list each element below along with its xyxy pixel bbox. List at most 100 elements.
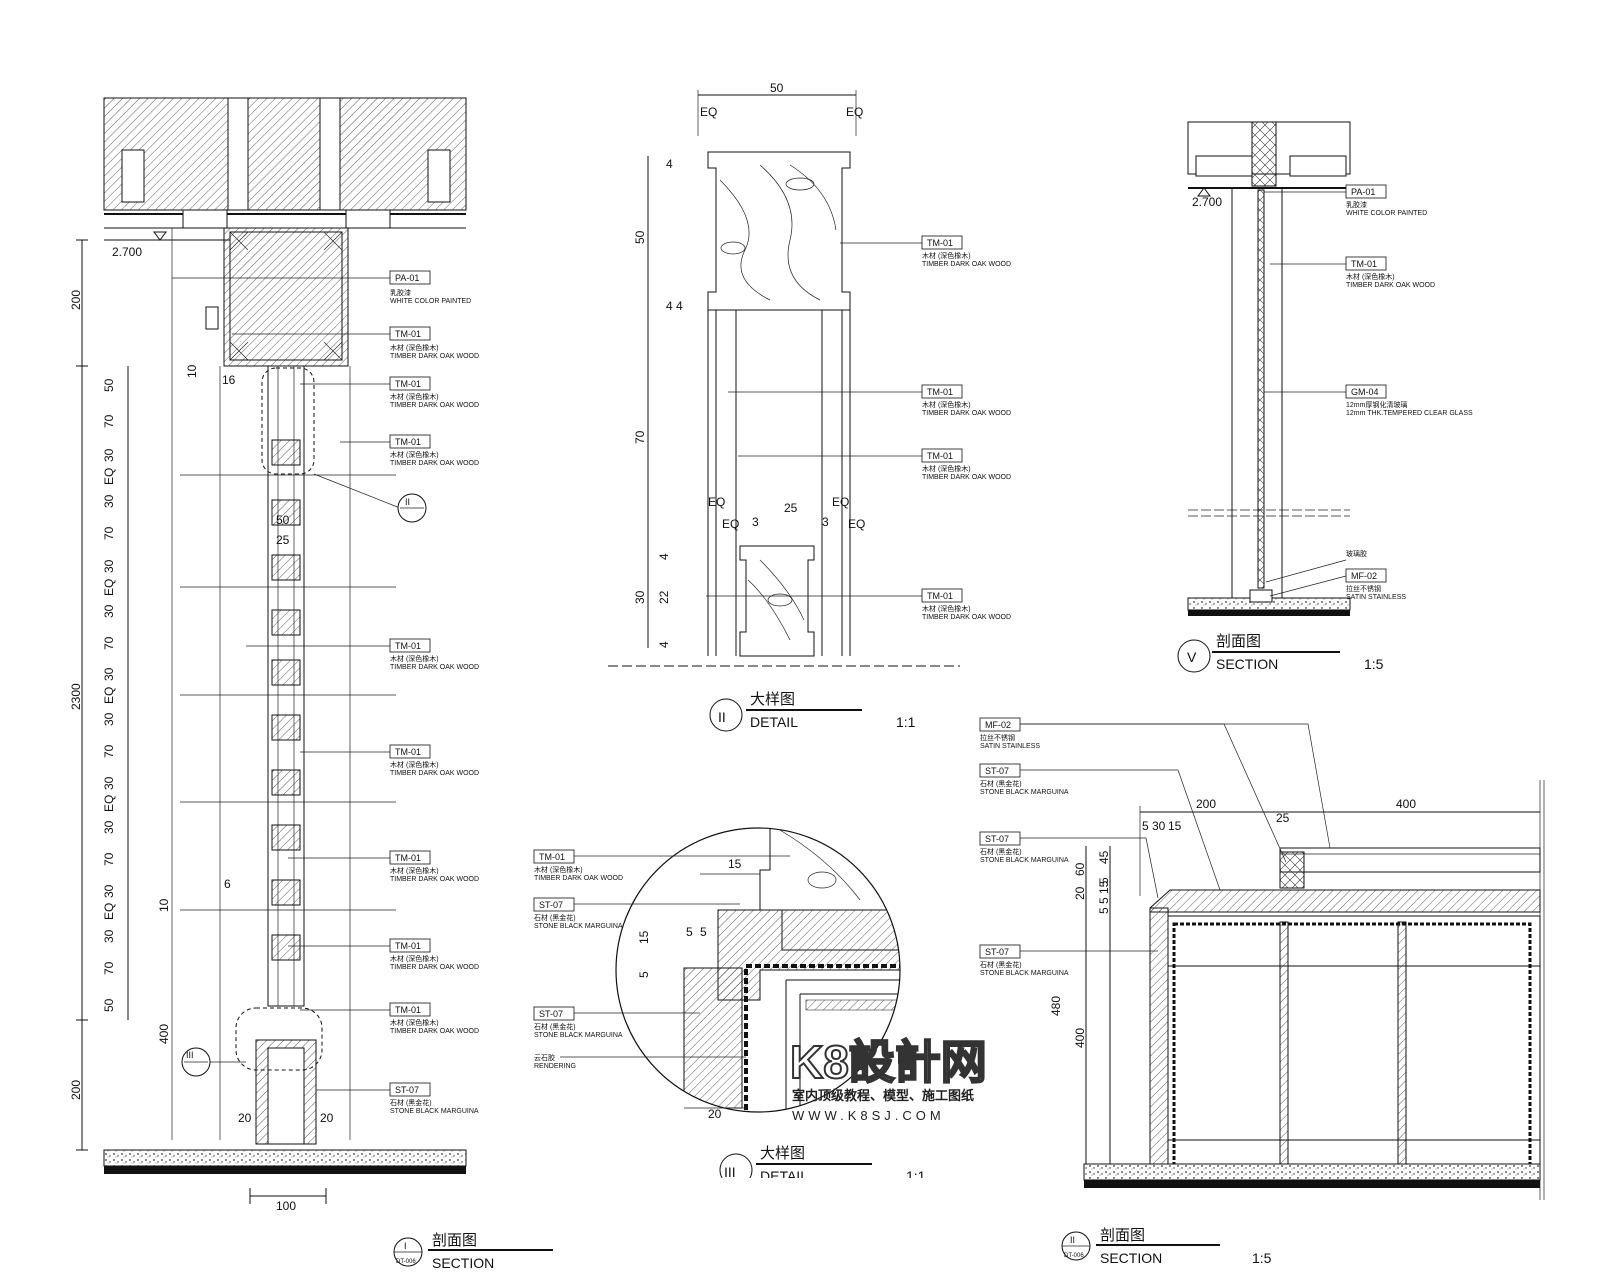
tag-box[interactable] [389, 938, 431, 953]
tag-cn: 木材 (深色橡木) [390, 450, 439, 459]
tag-box[interactable] [1345, 184, 1387, 199]
tag-box[interactable] [389, 638, 431, 653]
tag-box[interactable] [533, 897, 575, 912]
title-en: SECTION [1100, 1250, 1162, 1266]
tag-code: GM-04 [1351, 387, 1379, 397]
detail-ii-zone [261, 367, 315, 475]
title-number: III [724, 1164, 736, 1180]
watermark-subtitle: 室内顶级教程、模型、施工图纸 [792, 1088, 974, 1103]
tag-code: PA-01 [395, 273, 419, 283]
title-cn: 大样图 [750, 691, 795, 708]
title-scale: 1:1 [896, 714, 916, 730]
d3-dim-15-left: 15 [637, 930, 651, 944]
tag-code: TM-01 [395, 437, 421, 447]
tag-cn: 木材 (深色橡木) [922, 604, 971, 613]
d2-dim-4d: 4 [657, 553, 671, 560]
tag-cn: 木材 (深色橡木) [534, 865, 583, 874]
tag-cn: 拉丝不锈钢 [1346, 584, 1381, 593]
tags-detail-iii: TM-01 木材 (深色橡木) TIMBER DARK OAK WOOD ST-… [533, 849, 790, 1070]
s2-dim-480: 480 [1049, 996, 1063, 1016]
tag-cn: 木材 (深色橡木) [390, 343, 439, 352]
dim-small-25: 25 [276, 533, 290, 547]
d2-dim-3b: 3 [822, 515, 829, 529]
dim-bottom: 100 [276, 1199, 296, 1213]
dim-inner-19: EQ [102, 903, 116, 920]
tag-cn: 乳胶漆 [390, 288, 411, 297]
tag-code: ST-07 [985, 766, 1009, 776]
d2-dim-4e: 4 [657, 641, 671, 648]
tag-box[interactable] [921, 588, 963, 603]
s2-dim-45: 45 [1097, 850, 1111, 864]
title-bubble [1177, 639, 1211, 673]
tag-box[interactable] [389, 270, 431, 285]
tag-code: TM-01 [395, 1005, 421, 1015]
tag-box[interactable] [389, 1082, 431, 1097]
tag-en: TIMBER DARK OAK WOOD [390, 460, 479, 467]
tag-box[interactable] [389, 326, 431, 341]
tag-en: TIMBER DARK OAK WOOD [922, 614, 1011, 621]
tag-box[interactable] [389, 850, 431, 865]
tag-cn: 石材 (黑金花) [390, 1098, 432, 1107]
tag-en: TIMBER DARK OAK WOOD [390, 876, 479, 883]
detail-iii: 15 15 5 5 5 20 TM-01 木材 (深色橡木) TIMBER DA… [533, 827, 1000, 1218]
tag-box[interactable] [389, 744, 431, 759]
d2-dim-3a: 3 [752, 515, 759, 529]
s2-dim-5b: 5 [1097, 897, 1111, 904]
tag-box[interactable] [921, 235, 963, 250]
d2-knot-c [767, 593, 793, 607]
tag-box[interactable] [533, 1006, 575, 1021]
tag-box[interactable] [979, 944, 1021, 959]
tag-box[interactable] [921, 448, 963, 463]
dim-inner-20: 30 [102, 929, 116, 943]
tag-en: SATIN STAINLESS [1346, 594, 1406, 601]
tag-box[interactable] [979, 831, 1021, 846]
tag-code: TM-01 [927, 238, 953, 248]
dim-small-6: 6 [224, 877, 231, 891]
cut-marks [180, 474, 396, 911]
tag-box[interactable] [921, 384, 963, 399]
v-post-head [1251, 121, 1277, 187]
tag-en: WHITE COLOR PAINTED [1346, 210, 1427, 217]
dim-inner-12: 30 [102, 712, 116, 726]
title-cn: 大样图 [760, 1145, 805, 1162]
dim-200-bottom: 200 [69, 1080, 83, 1100]
tag-box[interactable] [1345, 384, 1387, 399]
tag-box[interactable] [389, 1002, 431, 1017]
watermark-logo: K8設計网 [790, 1036, 987, 1088]
tag-box[interactable] [389, 434, 431, 449]
tag-en: STONE BLACK MARGUINA [534, 1032, 623, 1039]
title-number: V [1187, 649, 1197, 665]
d3-dim-5b: 5 [700, 925, 707, 939]
tag-box[interactable] [389, 376, 431, 391]
dim-inner-7: EQ [102, 579, 116, 596]
tag-en: STONE BLACK MARGUINA [980, 970, 1069, 977]
tag-cn: 木材 (深色橡木) [922, 400, 971, 409]
dim-inner-18: 30 [102, 884, 116, 898]
tag-box[interactable] [979, 717, 1021, 732]
tag-en: TIMBER DARK OAK WOOD [1346, 282, 1435, 289]
d3-rendering-en: RENDERING [534, 1063, 576, 1070]
tag-en: TIMBER DARK OAK WOOD [390, 353, 479, 360]
dim-small-10-top: 10 [185, 364, 199, 378]
tag-box[interactable] [979, 763, 1021, 778]
tag-box[interactable] [533, 849, 575, 864]
d2-dim-22: 22 [657, 590, 671, 604]
title-section-i: I DT-006 剖面图 SECTION [393, 1232, 553, 1271]
tag-code: TM-01 [395, 853, 421, 863]
dim-inner-5: 70 [102, 526, 116, 540]
d2-dim-eq-left: EQ [700, 105, 717, 119]
tag-box[interactable] [1345, 256, 1387, 271]
detail-ii-leader [313, 473, 401, 509]
title-en: SECTION [1216, 656, 1278, 672]
dim-inner-10: 30 [102, 667, 116, 681]
v-level-triangle-icon [1197, 187, 1211, 197]
tag-code: ST-07 [539, 900, 563, 910]
tag-code: ST-07 [985, 834, 1009, 844]
d2-dim-30: 30 [633, 590, 647, 604]
tag-cn: 木材 (深色橡木) [390, 954, 439, 963]
s2-divider-1 [1279, 921, 1289, 1175]
tag-box[interactable] [1345, 568, 1387, 583]
s2-dim-400: 400 [1396, 797, 1416, 811]
tag-code: ST-07 [395, 1085, 419, 1095]
tag-cn: 木材 (深色橡木) [390, 1018, 439, 1027]
